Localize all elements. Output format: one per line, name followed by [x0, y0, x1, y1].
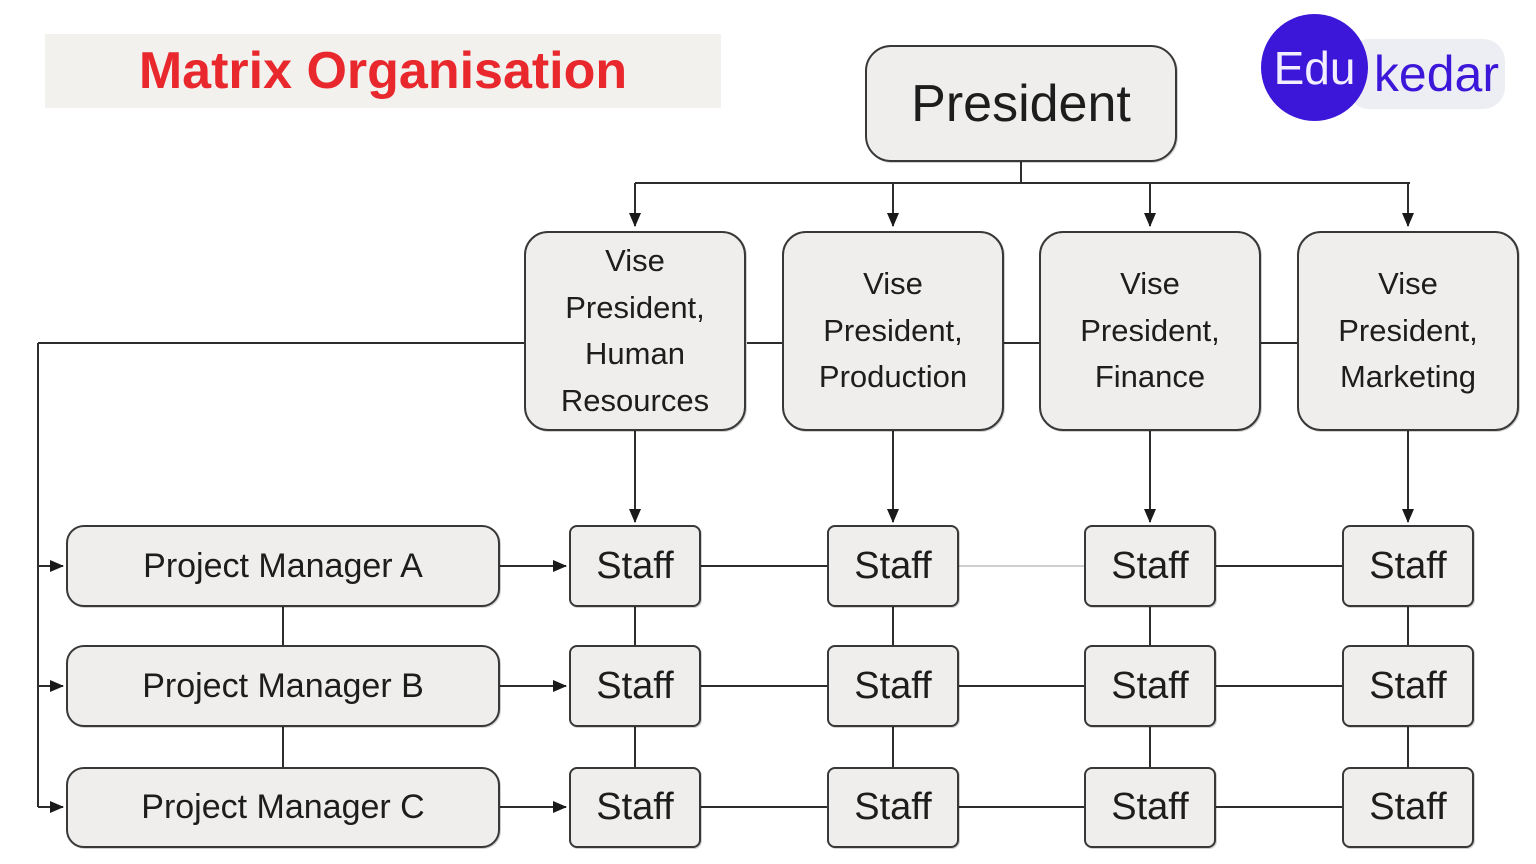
project-manager-b-label: Project Manager B	[142, 666, 424, 705]
staff-label: Staff	[1111, 786, 1189, 828]
staff-label: Staff	[1369, 786, 1447, 828]
staff-label: Staff	[596, 664, 674, 707]
vp-finance-box: Vise President, Finance	[1039, 231, 1261, 431]
staff-box-finance-b: Staff	[1084, 645, 1216, 727]
staff-label: Staff	[1111, 664, 1189, 707]
vp-finance-label: Vise President, Finance	[1080, 266, 1220, 395]
staff-box-finance-c: Staff	[1084, 767, 1216, 848]
staff-label: Staff	[854, 544, 932, 587]
vp-production-box: Vise President, Production	[782, 231, 1004, 431]
title-banner: Matrix Organisation	[45, 34, 721, 108]
vp-production-label: Vise President, Production	[818, 266, 968, 395]
staff-label: Staff	[854, 664, 932, 707]
project-manager-b-box: Project Manager B	[66, 645, 500, 727]
staff-label: Staff	[596, 544, 674, 587]
staff-box-hr-b: Staff	[569, 645, 701, 727]
vp-marketing-label: Vise President, Marketing	[1338, 266, 1478, 395]
vp-human-resources-box: Vise President, Human Resources	[524, 231, 746, 431]
logo-text-primary: Edu	[1273, 41, 1356, 94]
logo-text-secondary: kedar	[1373, 46, 1499, 102]
project-manager-a-label: Project Manager A	[143, 546, 423, 585]
staff-box-finance-a: Staff	[1084, 525, 1216, 607]
staff-label: Staff	[1369, 544, 1447, 587]
staff-box-hr-c: Staff	[569, 767, 701, 848]
staff-box-production-b: Staff	[827, 645, 959, 727]
vp-marketing-box: Vise President, Marketing	[1297, 231, 1519, 431]
page-title: Matrix Organisation	[138, 42, 628, 100]
staff-box-marketing-a: Staff	[1342, 525, 1474, 607]
logo-circle: Edu	[1261, 14, 1368, 121]
staff-box-production-c: Staff	[827, 767, 959, 848]
logo-pill: kedar	[1347, 39, 1505, 109]
staff-box-hr-a: Staff	[569, 525, 701, 607]
project-manager-c-box: Project Manager C	[66, 767, 500, 848]
staff-box-production-a: Staff	[827, 525, 959, 607]
staff-label: Staff	[1369, 664, 1447, 707]
project-manager-c-label: Project Manager C	[141, 788, 425, 826]
staff-label: Staff	[596, 786, 674, 828]
project-manager-a-box: Project Manager A	[66, 525, 500, 607]
staff-label: Staff	[1111, 544, 1189, 587]
president-box: President	[865, 45, 1177, 162]
staff-box-marketing-c: Staff	[1342, 767, 1474, 848]
president-label: President	[911, 74, 1131, 133]
staff-label: Staff	[854, 786, 932, 828]
vp-human-resources-label: Vise President, Human Resources	[560, 243, 710, 418]
staff-box-marketing-b: Staff	[1342, 645, 1474, 727]
